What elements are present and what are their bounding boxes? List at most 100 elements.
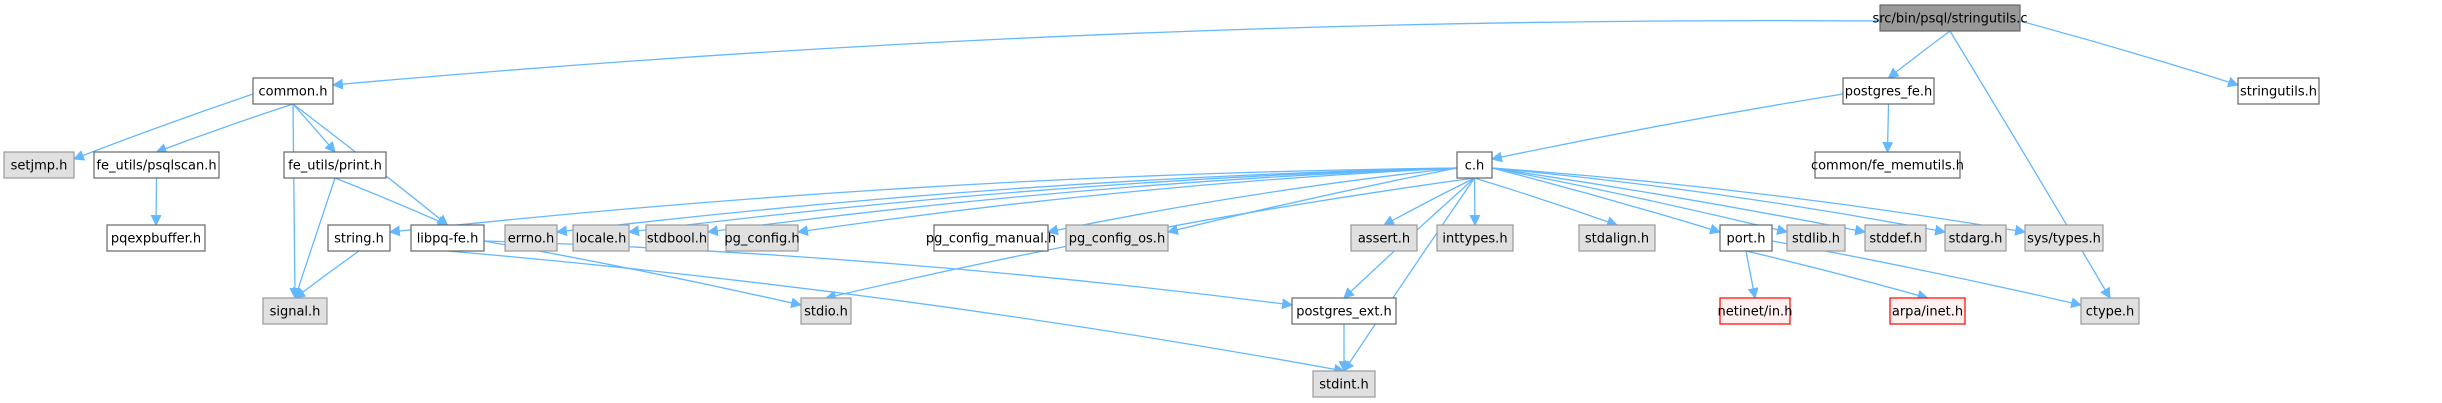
node-pg-config-h[interactable]: pg_config.h <box>724 224 800 252</box>
node-box <box>262 297 328 325</box>
node-box <box>1879 4 2021 32</box>
node-label: pqexpbuffer.h <box>111 232 201 247</box>
node-string-h[interactable]: string.h <box>327 224 391 252</box>
node-label: c.h <box>1465 159 1485 174</box>
edge-port-h-to-netinet-in-h <box>1745 250 1759 300</box>
node-pg-config-os-h[interactable]: pg_config_os.h <box>1065 224 1169 252</box>
node-label: stdio.h <box>804 305 848 320</box>
edge-root-to-stringutils-h <box>2019 20 2240 88</box>
edge-line <box>1745 250 1929 301</box>
node-box <box>933 224 1049 252</box>
edge-postgres-fe-h-to-c-h <box>1490 93 1844 163</box>
node-stringutils-h[interactable]: stringutils.h <box>2237 77 2320 105</box>
node-box <box>3 151 75 179</box>
node-postgres-fe-h[interactable]: postgres_fe.h <box>1842 77 1935 105</box>
node-label: stdint.h <box>1319 378 1368 393</box>
node-root[interactable]: src/bin/psql/stringutils.c <box>1872 4 2028 32</box>
node-postgres-ext-h[interactable]: postgres_ext.h <box>1291 297 1397 325</box>
node-sys-types-h[interactable]: sys/types.h <box>2024 224 2104 252</box>
node-box <box>1456 151 1493 179</box>
node-box <box>1291 297 1397 325</box>
node-signal-h[interactable]: signal.h <box>262 297 328 325</box>
node-box <box>1312 370 1376 398</box>
node-locale-h[interactable]: locale.h <box>572 224 630 252</box>
node-stdio-h[interactable]: stdio.h <box>800 297 852 325</box>
node-label: src/bin/psql/stringutils.c <box>1872 12 2027 27</box>
edge-line <box>150 177 162 227</box>
edge-line <box>388 167 1458 237</box>
edge-line <box>1343 177 1476 372</box>
node-box <box>1944 224 2007 252</box>
node-box <box>1719 297 1791 325</box>
edge-line <box>1491 167 1947 236</box>
edge-c-h-to-stdlib-h <box>1491 167 1789 236</box>
node-stdbool-h[interactable]: stdbool.h <box>645 224 709 252</box>
node-pg-config-manual-h[interactable]: pg_config_manual.h <box>926 224 1056 252</box>
node-label: string.h <box>334 232 384 247</box>
node-psqlscan-h[interactable]: fe_utils/psqlscan.h <box>93 151 220 179</box>
node-stdint-h[interactable]: stdint.h <box>1312 370 1376 398</box>
node-box <box>1436 224 1514 252</box>
node-label: stdbool.h <box>647 232 707 247</box>
edge-line <box>2019 20 2240 88</box>
edge-print-h-to-libpq-fe-h <box>334 177 449 227</box>
node-box <box>1842 77 1935 105</box>
node-port-h[interactable]: port.h <box>1719 224 1773 252</box>
edge-postgres-fe-h-to-fe-memutils-h <box>1882 103 1894 154</box>
node-setjmp-h[interactable]: setjmp.h <box>3 151 75 179</box>
node-box <box>645 224 709 252</box>
edge-c-h-to-stdbool-h <box>706 167 1458 237</box>
node-print-h[interactable]: fe_utils/print.h <box>283 151 387 179</box>
node-arpa-inet-h[interactable]: arpa/inet.h <box>1889 297 1966 325</box>
node-box <box>327 224 391 252</box>
node-box <box>93 151 220 179</box>
node-c-h[interactable]: c.h <box>1456 151 1493 179</box>
edge-line <box>1474 177 1619 227</box>
edge-line <box>1491 167 1722 235</box>
edge-common-h-to-psqlscan-h <box>155 103 294 154</box>
node-fe-memutils-h[interactable]: common/fe_memutils.h <box>1811 151 1964 179</box>
edge-c-h-to-stddef-h <box>1491 167 1867 236</box>
node-stdlib-h[interactable]: stdlib.h <box>1786 224 1846 252</box>
node-label: inttypes.h <box>1442 232 1507 247</box>
node-stdarg-h[interactable]: stdarg.h <box>1944 224 2007 252</box>
edge-c-h-to-pg-config-h <box>796 167 1458 237</box>
edge-common-h-to-signal-h <box>289 103 301 300</box>
edge-line <box>72 93 254 161</box>
node-pqexpbuffer-h[interactable]: pqexpbuffer.h <box>106 224 206 252</box>
node-netinet-in-h[interactable]: netinet/in.h <box>1718 297 1793 325</box>
node-label: postgres_ext.h <box>1296 305 1392 320</box>
node-box <box>1786 224 1846 252</box>
node-inttypes-h[interactable]: inttypes.h <box>1436 224 1514 252</box>
edge-line <box>292 103 336 153</box>
node-box <box>1719 224 1773 252</box>
node-label: common.h <box>259 85 328 100</box>
node-common-h[interactable]: common.h <box>252 77 334 105</box>
edge-c-h-to-stdalign-h <box>1474 177 1619 227</box>
node-box <box>504 224 558 252</box>
node-box <box>2237 77 2320 105</box>
node-stddef-h[interactable]: stddef.h <box>1864 224 1927 252</box>
edge-root-to-ctype-h <box>1949 30 2111 299</box>
edge-port-h-to-arpa-inet-h <box>1745 250 1929 301</box>
edge-c-h-to-inttypes-h <box>1469 177 1481 227</box>
node-box <box>1578 224 1656 252</box>
edge-c-h-to-assert-h <box>1383 177 1475 226</box>
node-label: common/fe_memutils.h <box>1811 159 1964 174</box>
node-label: assert.h <box>1358 232 1410 247</box>
edge-line <box>331 19 1881 90</box>
edge-c-h-to-stdint-h <box>1343 177 1476 372</box>
edge-line <box>1469 177 1481 227</box>
edge-line <box>294 250 360 299</box>
node-errno-h[interactable]: errno.h <box>504 224 558 252</box>
node-assert-h[interactable]: assert.h <box>1350 224 1418 252</box>
edge-line <box>706 167 1458 237</box>
node-stdalign-h[interactable]: stdalign.h <box>1578 224 1656 252</box>
edge-string-h-to-signal-h <box>294 250 360 299</box>
edge-line <box>289 103 301 300</box>
node-libpq-fe-h[interactable]: libpq-fe.h <box>410 224 485 252</box>
node-ctype-h[interactable]: ctype.h <box>2080 297 2140 325</box>
edge-line <box>1887 30 1951 79</box>
node-label: stddef.h <box>1869 232 1921 247</box>
